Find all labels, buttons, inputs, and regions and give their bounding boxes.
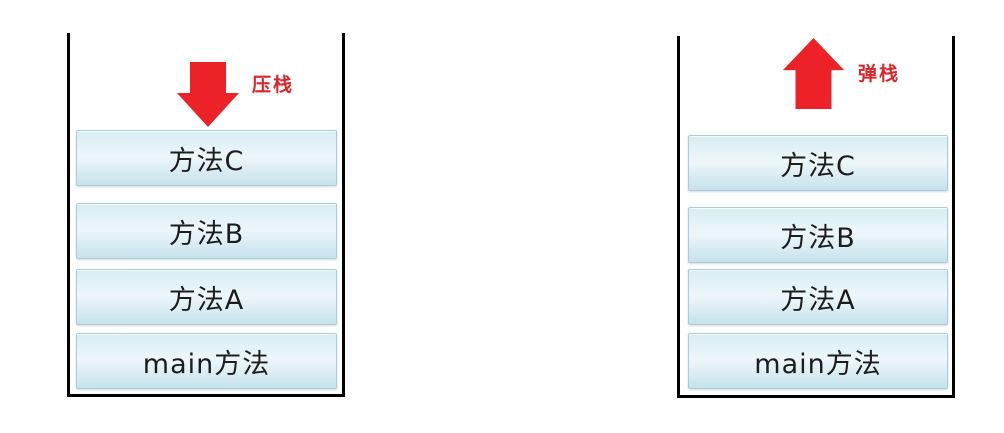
stack-frame-method-a: 方法A — [76, 269, 337, 325]
pop-up-arrow-icon — [782, 38, 845, 109]
push-operation-label: 压栈 — [252, 74, 295, 96]
pop-operation-label: 弹栈 — [858, 63, 901, 85]
stack-frame-main-method: main方法 — [76, 333, 337, 389]
stack-frame-method-a: 方法A — [688, 269, 948, 325]
stack-frame-main-method: main方法 — [688, 333, 948, 389]
stack-frame-method-c: 方法C — [688, 135, 948, 191]
stack-frame-method-b: 方法B — [688, 207, 948, 263]
push-stack-container: 压栈 方法C 方法B 方法A main方法 — [67, 33, 345, 397]
stack-frame-method-b: 方法B — [76, 203, 337, 259]
push-down-arrow-icon — [177, 62, 239, 127]
pop-stack-container: 弹栈 方法C 方法B 方法A main方法 — [677, 36, 955, 398]
stack-frame-method-c: 方法C — [76, 130, 337, 186]
